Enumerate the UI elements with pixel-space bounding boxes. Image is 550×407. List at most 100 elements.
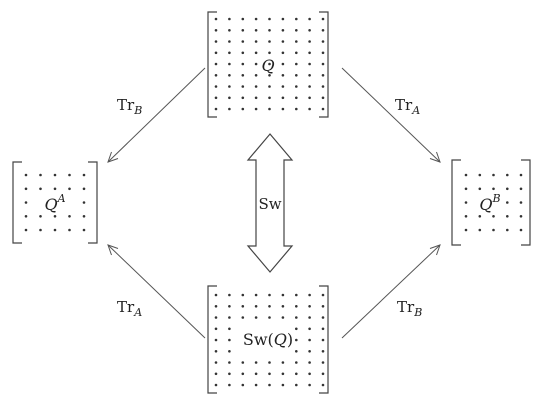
matrix-entry-dot xyxy=(295,372,298,376)
matrix-entry-dot xyxy=(254,40,258,43)
matrix-entry-dot xyxy=(241,51,245,55)
label-tr-a-bottom: TrA xyxy=(117,298,142,319)
matrix-entry-dot xyxy=(214,361,218,364)
matrix-entry-dot xyxy=(519,228,523,232)
matrix-swq-label: Sw(Q) xyxy=(243,330,293,349)
matrix-entry-dot xyxy=(506,215,509,218)
matrix-entry-dot xyxy=(506,187,509,191)
matrix-q-left-bracket xyxy=(207,11,217,118)
matrix-entry-dot xyxy=(214,51,218,55)
matrix-entry-dot xyxy=(39,215,42,218)
matrix-entry-dot xyxy=(295,51,298,55)
matrix-entry-dot xyxy=(321,85,325,88)
matrix-entry-dot xyxy=(295,40,298,43)
matrix-entry-dot xyxy=(295,29,298,32)
matrix-entry-dot xyxy=(295,383,298,387)
matrix-entry-dot xyxy=(268,51,271,55)
matrix-entry-dot xyxy=(308,372,311,376)
matrix-entry-dot xyxy=(82,228,86,232)
matrix-entry-dot xyxy=(321,305,325,308)
matrix-entry-dot xyxy=(519,201,523,204)
matrix-qa-label: QA xyxy=(44,192,65,214)
matrix-entry-dot xyxy=(321,327,325,331)
matrix-entry-dot xyxy=(281,40,285,43)
matrix-entry-dot xyxy=(321,62,325,66)
matrix-qb-entries xyxy=(464,173,523,232)
matrix-entry-dot xyxy=(295,96,298,100)
matrix-entry-dot xyxy=(308,293,311,297)
matrix-entry-dot xyxy=(214,305,218,308)
matrix-entry-dot xyxy=(281,107,285,111)
matrix-entry-dot xyxy=(228,51,231,55)
matrix-entry-dot xyxy=(295,62,298,66)
matrix-entry-dot xyxy=(228,17,231,21)
matrix-entry-dot xyxy=(82,215,86,218)
matrix-entry-dot xyxy=(281,51,285,55)
matrix-qb-label: QB xyxy=(479,192,500,214)
matrix-entry-dot xyxy=(214,372,218,376)
matrix-entry-dot xyxy=(228,62,231,66)
matrix-entry-dot xyxy=(321,107,325,111)
matrix-entry-dot xyxy=(268,85,271,88)
matrix-swq-entries xyxy=(214,293,325,387)
matrix-entry-dot xyxy=(241,316,245,319)
matrix-entry-dot xyxy=(321,372,325,376)
label-tr-a-top: TrA xyxy=(395,96,420,117)
matrix-entry-dot xyxy=(295,305,298,308)
matrix-entry-dot xyxy=(281,372,285,376)
matrix-entry-dot xyxy=(214,327,218,331)
matrix-entry-dot xyxy=(321,338,325,342)
matrix-entry-dot xyxy=(492,215,495,218)
matrix-entry-dot xyxy=(281,62,285,66)
matrix-entry-dot xyxy=(464,201,468,204)
matrix-entry-dot xyxy=(321,293,325,297)
matrix-entry-dot xyxy=(478,187,482,191)
matrix-entry-dot xyxy=(464,228,468,232)
matrix-entry-dot xyxy=(228,305,231,308)
matrix-entry-dot xyxy=(214,338,218,342)
matrix-entry-dot xyxy=(241,85,245,88)
matrix-entry-dot xyxy=(308,327,311,331)
matrix-entry-dot xyxy=(321,316,325,319)
matrix-q-right-bracket xyxy=(319,11,329,118)
matrix-entry-dot xyxy=(228,96,231,100)
matrix-entry-dot xyxy=(241,372,245,376)
matrix-entry-dot xyxy=(228,350,231,353)
matrix-entry-dot xyxy=(254,85,258,88)
matrix-qa-right-bracket xyxy=(88,161,98,244)
matrix-entry-dot xyxy=(478,173,482,177)
matrix-entry-dot xyxy=(268,40,271,43)
matrix-entry-dot xyxy=(321,350,325,353)
matrix-entry-dot xyxy=(214,29,218,32)
matrix-entry-dot xyxy=(82,201,86,204)
matrix-qb-left-bracket xyxy=(451,159,461,246)
matrix-entry-dot xyxy=(254,62,258,66)
matrix-entry-dot xyxy=(308,361,311,364)
matrix-q-entries xyxy=(214,17,325,111)
matrix-entry-dot xyxy=(53,187,57,191)
matrix-entry-dot xyxy=(241,383,245,387)
matrix-entry-dot xyxy=(295,85,298,88)
matrix-entry-dot xyxy=(295,361,298,364)
label-tr-b-bottom: TrB xyxy=(397,298,422,319)
matrix-entry-dot xyxy=(68,215,71,218)
matrix-entry-dot xyxy=(281,96,285,100)
matrix-entry-dot xyxy=(241,96,245,100)
matrix-entry-dot xyxy=(321,383,325,387)
matrix-swq-left-bracket xyxy=(207,285,217,394)
matrix-entry-dot xyxy=(214,383,218,387)
matrix-entry-dot xyxy=(228,74,231,77)
matrix-entry-dot xyxy=(506,228,509,232)
matrix-entry-dot xyxy=(254,51,258,55)
matrix-entry-dot xyxy=(478,228,482,232)
matrix-entry-dot xyxy=(228,372,231,376)
matrix-entry-dot xyxy=(268,372,271,376)
matrix-entry-dot xyxy=(295,327,298,331)
swap-double-arrow xyxy=(246,133,294,273)
matrix-entry-dot xyxy=(68,173,71,177)
matrix-entry-dot xyxy=(519,215,523,218)
matrix-entry-dot xyxy=(268,29,271,32)
matrix-entry-dot xyxy=(241,74,245,77)
matrix-entry-dot xyxy=(228,327,231,331)
